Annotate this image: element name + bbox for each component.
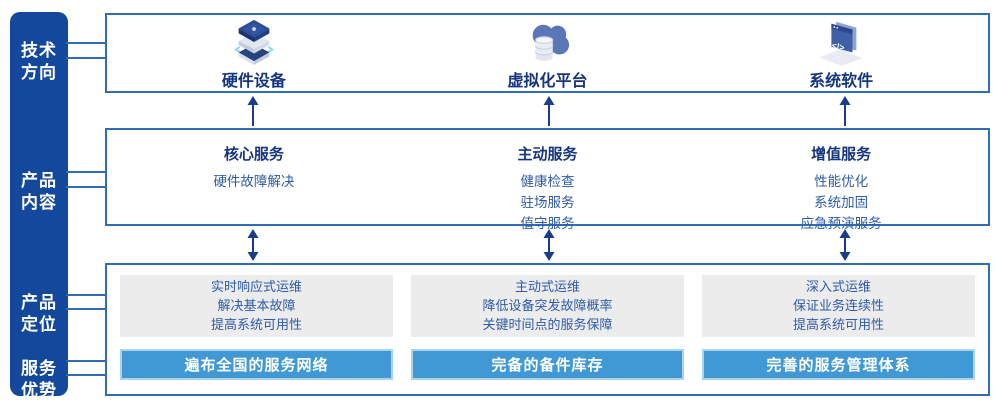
software-window-icon: </>	[820, 21, 863, 66]
tech-item-label: 虚拟化平台	[507, 73, 588, 90]
double-arrow	[839, 229, 851, 261]
content-item: 系统加固	[814, 195, 869, 210]
tech-item-label: 系统软件	[809, 73, 874, 90]
connector-line	[66, 374, 106, 376]
positioning-point: 提高系统可用性	[792, 317, 884, 333]
content-item: 驻场服务	[520, 195, 575, 210]
product-content-panel: 核心服务 硬件故障解决 主动服务 健康检查 驻场服务 值守服务 增值服务 性能优…	[105, 128, 990, 231]
up-arrow	[543, 96, 555, 126]
content-col-title: 核心服务	[223, 146, 284, 163]
product-positioning-panel: 实时响应式运维 解决基本故障 提高系统可用性 遍布全国的服务网络 主动式运维 降…	[105, 263, 990, 396]
tech-item-virtualization: 虚拟化平台	[401, 15, 695, 91]
positioning-points-box: 实时响应式运维 解决基本故障 提高系统可用性	[120, 275, 393, 337]
sidebar-label-tech-direction: 技术 方向	[21, 41, 57, 82]
up-arrow	[247, 96, 259, 126]
sidebar-label-product-content: 产品 内容	[21, 171, 57, 212]
positioning-point: 解决基本故障	[217, 298, 296, 314]
service-advantage-banner: 遍布全国的服务网络	[120, 348, 393, 380]
positioning-points-box: 深入式运维 保证业务连续性 提高系统可用性	[702, 275, 975, 337]
positioning-point: 主动式运维	[514, 279, 580, 295]
double-arrow	[543, 229, 555, 261]
service-advantage-banner: 完备的备件库存	[411, 348, 684, 380]
double-arrow	[247, 229, 259, 261]
tech-direction-panel: 硬件设备 虚拟化平台	[105, 13, 990, 93]
content-col-title: 主动服务	[517, 146, 578, 163]
positioning-col-indepth: 深入式运维 保证业务连续性 提高系统可用性 完善的服务管理体系	[702, 275, 975, 380]
positioning-point: 深入式运维	[805, 279, 871, 295]
connector-line	[66, 171, 106, 173]
positioning-col-proactive: 主动式运维 降低设备突发故障概率 关键时间点的服务保障 完备的备件库存	[411, 275, 684, 380]
positioning-point: 提高系统可用性	[210, 317, 302, 333]
positioning-col-realtime: 实时响应式运维 解决基本故障 提高系统可用性 遍布全国的服务网络	[120, 275, 393, 380]
content-item: 硬件故障解决	[213, 174, 295, 189]
cloud-database-icon	[532, 24, 569, 61]
content-item: 应急预演服务	[800, 216, 882, 231]
connector-line	[66, 360, 106, 362]
tech-item-hardware: 硬件设备	[107, 15, 401, 91]
positioning-point: 实时响应式运维	[210, 279, 302, 295]
content-item: 性能优化	[814, 174, 869, 189]
connector-line	[66, 42, 106, 44]
positioning-point: 保证业务连续性	[792, 298, 884, 314]
service-advantage-banner: 完善的服务管理体系	[702, 348, 975, 380]
content-col-active-service: 主动服务 健康检查 驻场服务 值守服务	[401, 130, 695, 231]
positioning-point: 降低设备突发故障概率	[482, 298, 613, 314]
connector-line	[66, 186, 106, 188]
connector-line	[66, 294, 106, 296]
tech-item-system-software: </> 系统软件	[694, 15, 988, 91]
up-arrow	[839, 96, 851, 126]
content-col-core-service: 核心服务 硬件故障解决	[107, 130, 401, 224]
category-sidebar: 技术 方向 产品 内容 产品 定位 服务 优势	[10, 12, 68, 400]
content-col-value-added-service: 增值服务 性能优化 系统加固 应急预演服务	[694, 130, 988, 231]
content-item: 值守服务	[520, 216, 575, 231]
positioning-points-box: 主动式运维 降低设备突发故障概率 关键时间点的服务保障	[411, 275, 684, 337]
connector-line	[66, 57, 106, 59]
connector-line	[66, 308, 106, 310]
sidebar-label-service-advantage: 服务 优势	[21, 359, 57, 400]
content-item: 健康检查	[520, 174, 575, 189]
svg-text:</>: </>	[832, 40, 844, 53]
tech-item-label: 硬件设备	[221, 73, 286, 90]
positioning-point: 关键时间点的服务保障	[482, 317, 613, 333]
sidebar-label-product-positioning: 产品 定位	[21, 293, 57, 334]
server-stack-icon	[233, 19, 274, 66]
content-col-title: 增值服务	[811, 146, 872, 163]
